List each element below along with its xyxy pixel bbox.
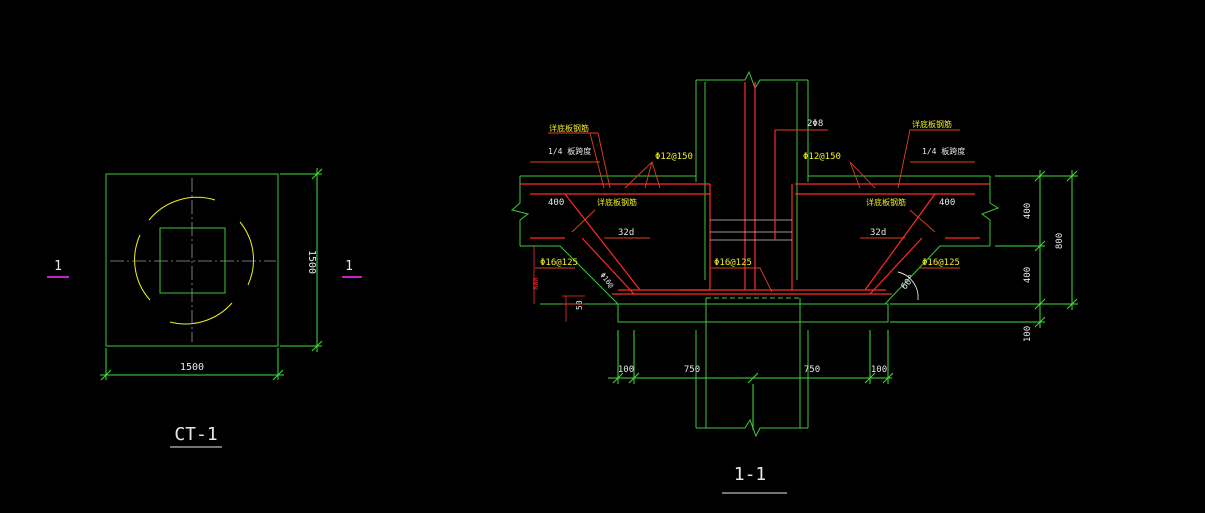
plan-dim-bottom bbox=[100, 348, 284, 381]
label-cover-50: 50 bbox=[575, 300, 584, 310]
label-stirrup-left: Φ16@125 bbox=[540, 258, 578, 268]
dim-bottom-750-left: 750 bbox=[684, 365, 700, 375]
label-top-bar-left: Φ12@150 bbox=[655, 152, 693, 162]
label-stirrup-mid: Φ16@125 bbox=[714, 258, 752, 268]
section-title: 1-1 bbox=[734, 464, 767, 485]
left-height-dims bbox=[533, 246, 585, 322]
pile-arc-lower bbox=[169, 302, 233, 325]
dim-right-100: 100 bbox=[1023, 326, 1033, 342]
dim-right-400-lower: 400 bbox=[1023, 267, 1033, 283]
label-dim-400-right: 400 bbox=[939, 198, 955, 208]
pile-arc-left bbox=[134, 234, 151, 301]
section-dims-right bbox=[890, 170, 1078, 328]
rebar-lines bbox=[520, 82, 990, 295]
pile-below bbox=[695, 297, 809, 438]
slab-left bbox=[510, 175, 696, 247]
section-dims-bottom bbox=[608, 330, 894, 430]
slab-right bbox=[808, 175, 1000, 247]
label-bottom-bar-mid-right: 详底板钢筋 bbox=[866, 197, 906, 207]
label-bottom-bar-mid-left: 详底板钢筋 bbox=[597, 197, 637, 207]
leader-lines bbox=[530, 129, 975, 293]
label-dim-400-left: 400 bbox=[548, 198, 564, 208]
angle-arc bbox=[897, 271, 919, 301]
section-mark-right-label: 1 bbox=[345, 259, 353, 274]
label-stirrup-right: Φ16@125 bbox=[922, 258, 960, 268]
section-mark-left-label: 1 bbox=[54, 259, 62, 274]
dim-bottom-750-right: 750 bbox=[804, 365, 820, 375]
pile-arc-upper bbox=[148, 196, 216, 221]
label-anchor-right: 32d bbox=[870, 228, 886, 238]
plan-dim-width-label: 1500 bbox=[180, 362, 204, 373]
label-anchor-left: 32d bbox=[618, 228, 634, 238]
label-left-height: 800 bbox=[532, 277, 540, 290]
label-angle: 60° bbox=[900, 273, 918, 292]
label-bottom-bar-top-right: 详底板钢筋 bbox=[912, 119, 952, 129]
plan-dim-right bbox=[280, 168, 323, 352]
dim-bottom-100-right: 100 bbox=[871, 365, 887, 375]
label-top-bar-right: Φ12@150 bbox=[803, 152, 841, 162]
plan-title: CT-1 bbox=[174, 424, 217, 445]
dim-bottom-100-left: 100 bbox=[618, 365, 634, 375]
plan-dim-height-label: 1500 bbox=[306, 250, 317, 274]
pile-cap-outline bbox=[105, 173, 279, 347]
label-column-bar: 2Φ8 bbox=[807, 119, 823, 129]
label-bottom-bar-top-left: 详底板钢筋 bbox=[549, 123, 589, 133]
pile-arc-right bbox=[239, 221, 254, 286]
dim-right-total-800: 800 bbox=[1055, 233, 1065, 249]
section-view: 详底板钢筋 1/4 板跨度 Φ12@150 2Φ8 Φ12@150 详底板钢筋 … bbox=[510, 70, 1078, 494]
column-above bbox=[695, 70, 809, 280]
label-quarter-span-left: 1/4 板跨度 bbox=[548, 146, 591, 156]
column-outline-plan bbox=[159, 227, 226, 294]
plan-view: 1500 1500 1 1 CT-1 bbox=[47, 168, 362, 448]
label-quarter-span-right: 1/4 板跨度 bbox=[922, 146, 965, 156]
dim-right-400-upper: 400 bbox=[1023, 203, 1033, 219]
